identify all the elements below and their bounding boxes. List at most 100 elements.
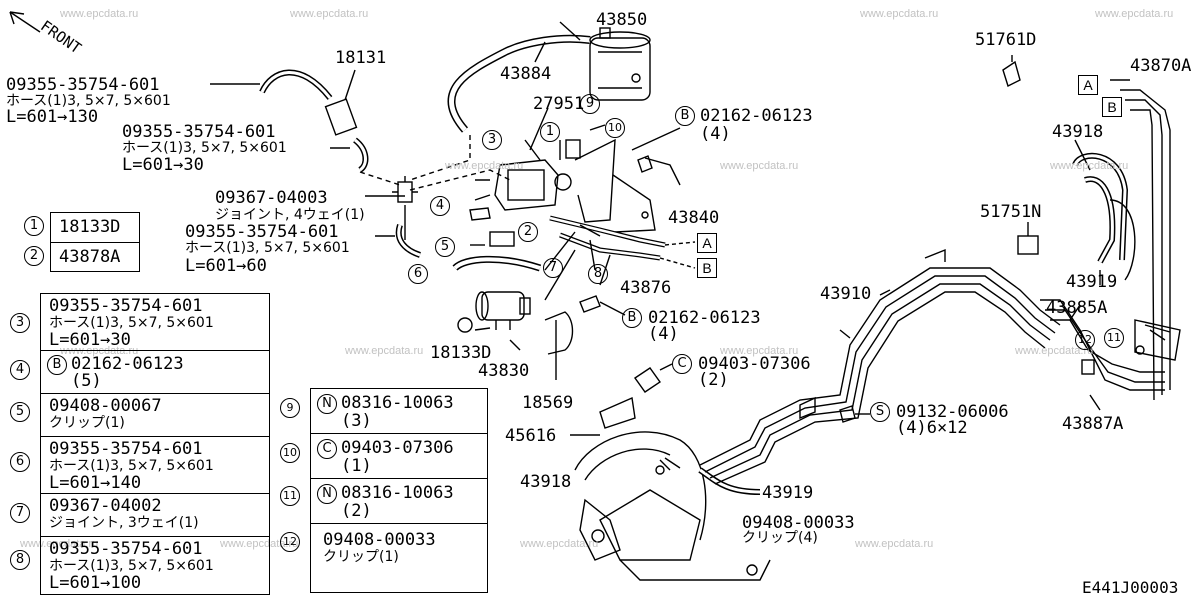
part-43884-label: 43884 (500, 64, 552, 84)
watermark: www.epcdata.ru (1095, 8, 1174, 20)
legend-line: L=601→100 (49, 573, 142, 593)
legend-mid-num: 12 (280, 532, 300, 552)
part-18133D-label: 18133D (430, 343, 492, 363)
bolt-2-part-number: 02162-06123 (648, 308, 761, 328)
bolt-tag-icon: B (47, 355, 67, 375)
legend-small-pn: 43878A (59, 247, 121, 267)
legend-left-row: 09355-35754-601 ホース(1)3, 5×7, 5×601 L=60… (41, 437, 269, 494)
callout-2: 2 (518, 222, 538, 242)
legend-line: ジョイント, 3ウェイ(1) (49, 515, 199, 531)
legend-left-row: 09355-35754-601 ホース(1)3, 5×7, 5×601 L=60… (41, 294, 269, 351)
ref-b-tag: B (697, 258, 717, 278)
legend-line: (5) (71, 371, 102, 391)
part-43830-label: 43830 (478, 361, 530, 381)
legend-left-num: 8 (10, 550, 30, 570)
part-43919-right-label: 43919 (1066, 272, 1118, 292)
legend-left-box: 09355-35754-601 ホース(1)3, 5×7, 5×601 L=60… (40, 293, 270, 595)
legend-line: L=601→140 (49, 473, 142, 493)
screw-tag-s-icon: S (870, 402, 890, 422)
pipe-line-43910 (699, 267, 1061, 485)
diagram-code: E441J00003 (1082, 578, 1179, 597)
legend-line: 09355-35754-601 (49, 539, 203, 559)
clip-c-qty: (2) (698, 370, 729, 390)
clip-tag-c-icon: C (672, 354, 692, 374)
legend-line: 09408-00033 (323, 530, 436, 550)
hose-2-part-number: 09355-35754-601 (122, 122, 276, 142)
hose-1-desc: ホース(1)3, 5×7, 5×601 (6, 93, 171, 109)
legend-line: 08316-10063 (341, 393, 454, 413)
front-arrow-icon (9, 11, 41, 33)
legend-left-row: B 02162-06123 (5) (41, 351, 269, 394)
ref-b-tag-right: B (1102, 97, 1122, 117)
legend-small-row: 18133D (51, 213, 139, 243)
legend-mid-num: 11 (280, 486, 300, 506)
legend-mid-row: C 09403-07306 (1) (311, 434, 487, 479)
legend-mid-row: 09408-00033 クリップ(1) (311, 524, 487, 594)
callout-7: 7 (543, 258, 563, 278)
callout-5: 5 (435, 237, 455, 257)
part-51751N-label: 51751N (980, 202, 1042, 222)
pump-43830-shape (475, 291, 531, 330)
watermark: www.epcdata.ru (290, 8, 369, 20)
watermark: www.epcdata.ru (60, 345, 139, 357)
legend-line: クリップ(1) (323, 549, 399, 565)
hose-2-length: L=601→30 (122, 155, 204, 175)
legend-left-num: 4 (10, 360, 30, 380)
nut-tag-icon: N (317, 394, 337, 414)
part-43910-label: 43910 (820, 284, 872, 304)
legend-line: 09403-07306 (341, 438, 454, 458)
watermark: www.epcdata.ru (855, 538, 934, 550)
callout-10: 10 (605, 118, 625, 138)
watermark: www.epcdata.ru (1015, 345, 1094, 357)
legend-line: ホース(1)3, 5×7, 5×601 (49, 558, 214, 574)
legend-left-row: 09408-00067 クリップ(1) (41, 394, 269, 437)
part-18131-label: 18131 (335, 48, 387, 68)
callout-4: 4 (430, 196, 450, 216)
legend-left-num: 5 (10, 402, 30, 422)
legend-left-num: 3 (10, 313, 30, 333)
part-27951-label: 27951 (533, 94, 585, 114)
part-51761D-label: 51761D (975, 30, 1037, 50)
part-43918-right-label: 43918 (1052, 122, 1104, 142)
legend-line: L=601→30 (49, 330, 131, 350)
legend-line: 09355-35754-601 (49, 439, 203, 459)
hose-2-desc: ホース(1)3, 5×7, 5×601 (122, 140, 287, 156)
hose-3-desc: ホース(1)3, 5×7, 5×601 (185, 240, 350, 256)
watermark: www.epcdata.ru (60, 8, 139, 20)
legend-line: (2) (341, 501, 372, 521)
watermark: www.epcdata.ru (20, 538, 99, 550)
legend-line: 09355-35754-601 (49, 296, 203, 316)
callout-12: 12 (1075, 330, 1095, 350)
clip-c-part-number: 09403-07306 (698, 354, 811, 374)
legend-left-num: 7 (10, 503, 30, 523)
legend-small-num: 2 (24, 246, 44, 266)
part-18569-label: 18569 (522, 393, 574, 413)
legend-left-num: 6 (10, 452, 30, 472)
legend-left-row: 09355-35754-601 ホース(1)3, 5×7, 5×601 L=60… (41, 537, 269, 594)
callout-9: 9 (580, 94, 600, 114)
bolt-2-qty: (4) (648, 324, 679, 344)
legend-line: ホース(1)3, 5×7, 5×601 (49, 458, 214, 474)
clip-tag-icon: C (317, 439, 337, 459)
legend-line: (1) (341, 456, 372, 476)
solenoid-valve-assembly (474, 139, 572, 211)
bolt-tag-b-icon: B (675, 106, 695, 126)
joint-4way-desc: ジョイント, 4ウェイ(1) (215, 207, 365, 223)
part-43919-label: 43919 (762, 483, 814, 503)
callout-8: 8 (588, 264, 608, 284)
hose-1-length: L=601→130 (6, 107, 99, 127)
part-43870A-label: 43870A (1130, 56, 1192, 76)
legend-line: (3) (341, 411, 372, 431)
part-45616-label: 45616 (505, 426, 557, 446)
part-43850-label: 43850 (596, 10, 648, 30)
legend-left-row: 09367-04002 ジョイント, 3ウェイ(1) (41, 494, 269, 537)
watermark: www.epcdata.ru (1050, 160, 1129, 172)
legend-line: 02162-06123 (71, 354, 184, 374)
watermark: www.epcdata.ru (445, 160, 524, 172)
legend-line: 09367-04002 (49, 496, 162, 516)
nut-tag-icon: N (317, 484, 337, 504)
ref-a-tag: A (697, 233, 717, 253)
bolt-1-part-number: 02162-06123 (700, 106, 813, 126)
part-43876-label: 43876 (620, 278, 672, 298)
